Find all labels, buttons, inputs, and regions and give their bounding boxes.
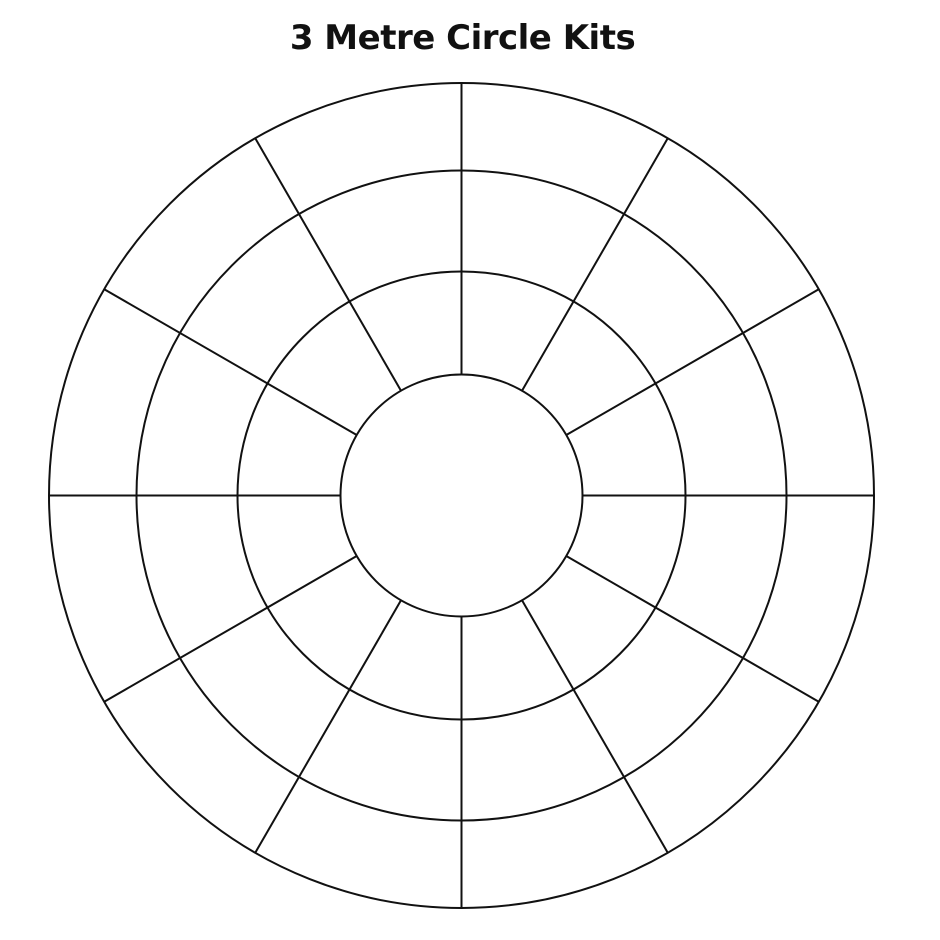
centre-circle bbox=[339, 373, 584, 618]
spoke-line bbox=[565, 555, 820, 703]
spoke-line bbox=[521, 137, 669, 392]
spoke-line bbox=[521, 599, 669, 854]
spoke-line bbox=[565, 288, 820, 436]
radial-spokes bbox=[49, 83, 874, 908]
spoke-line bbox=[254, 599, 402, 854]
spoke-line bbox=[103, 288, 358, 436]
diagram-title: 3 Metre Circle Kits bbox=[289, 18, 636, 58]
spoke-line bbox=[254, 137, 402, 392]
spoke-line bbox=[103, 555, 358, 703]
